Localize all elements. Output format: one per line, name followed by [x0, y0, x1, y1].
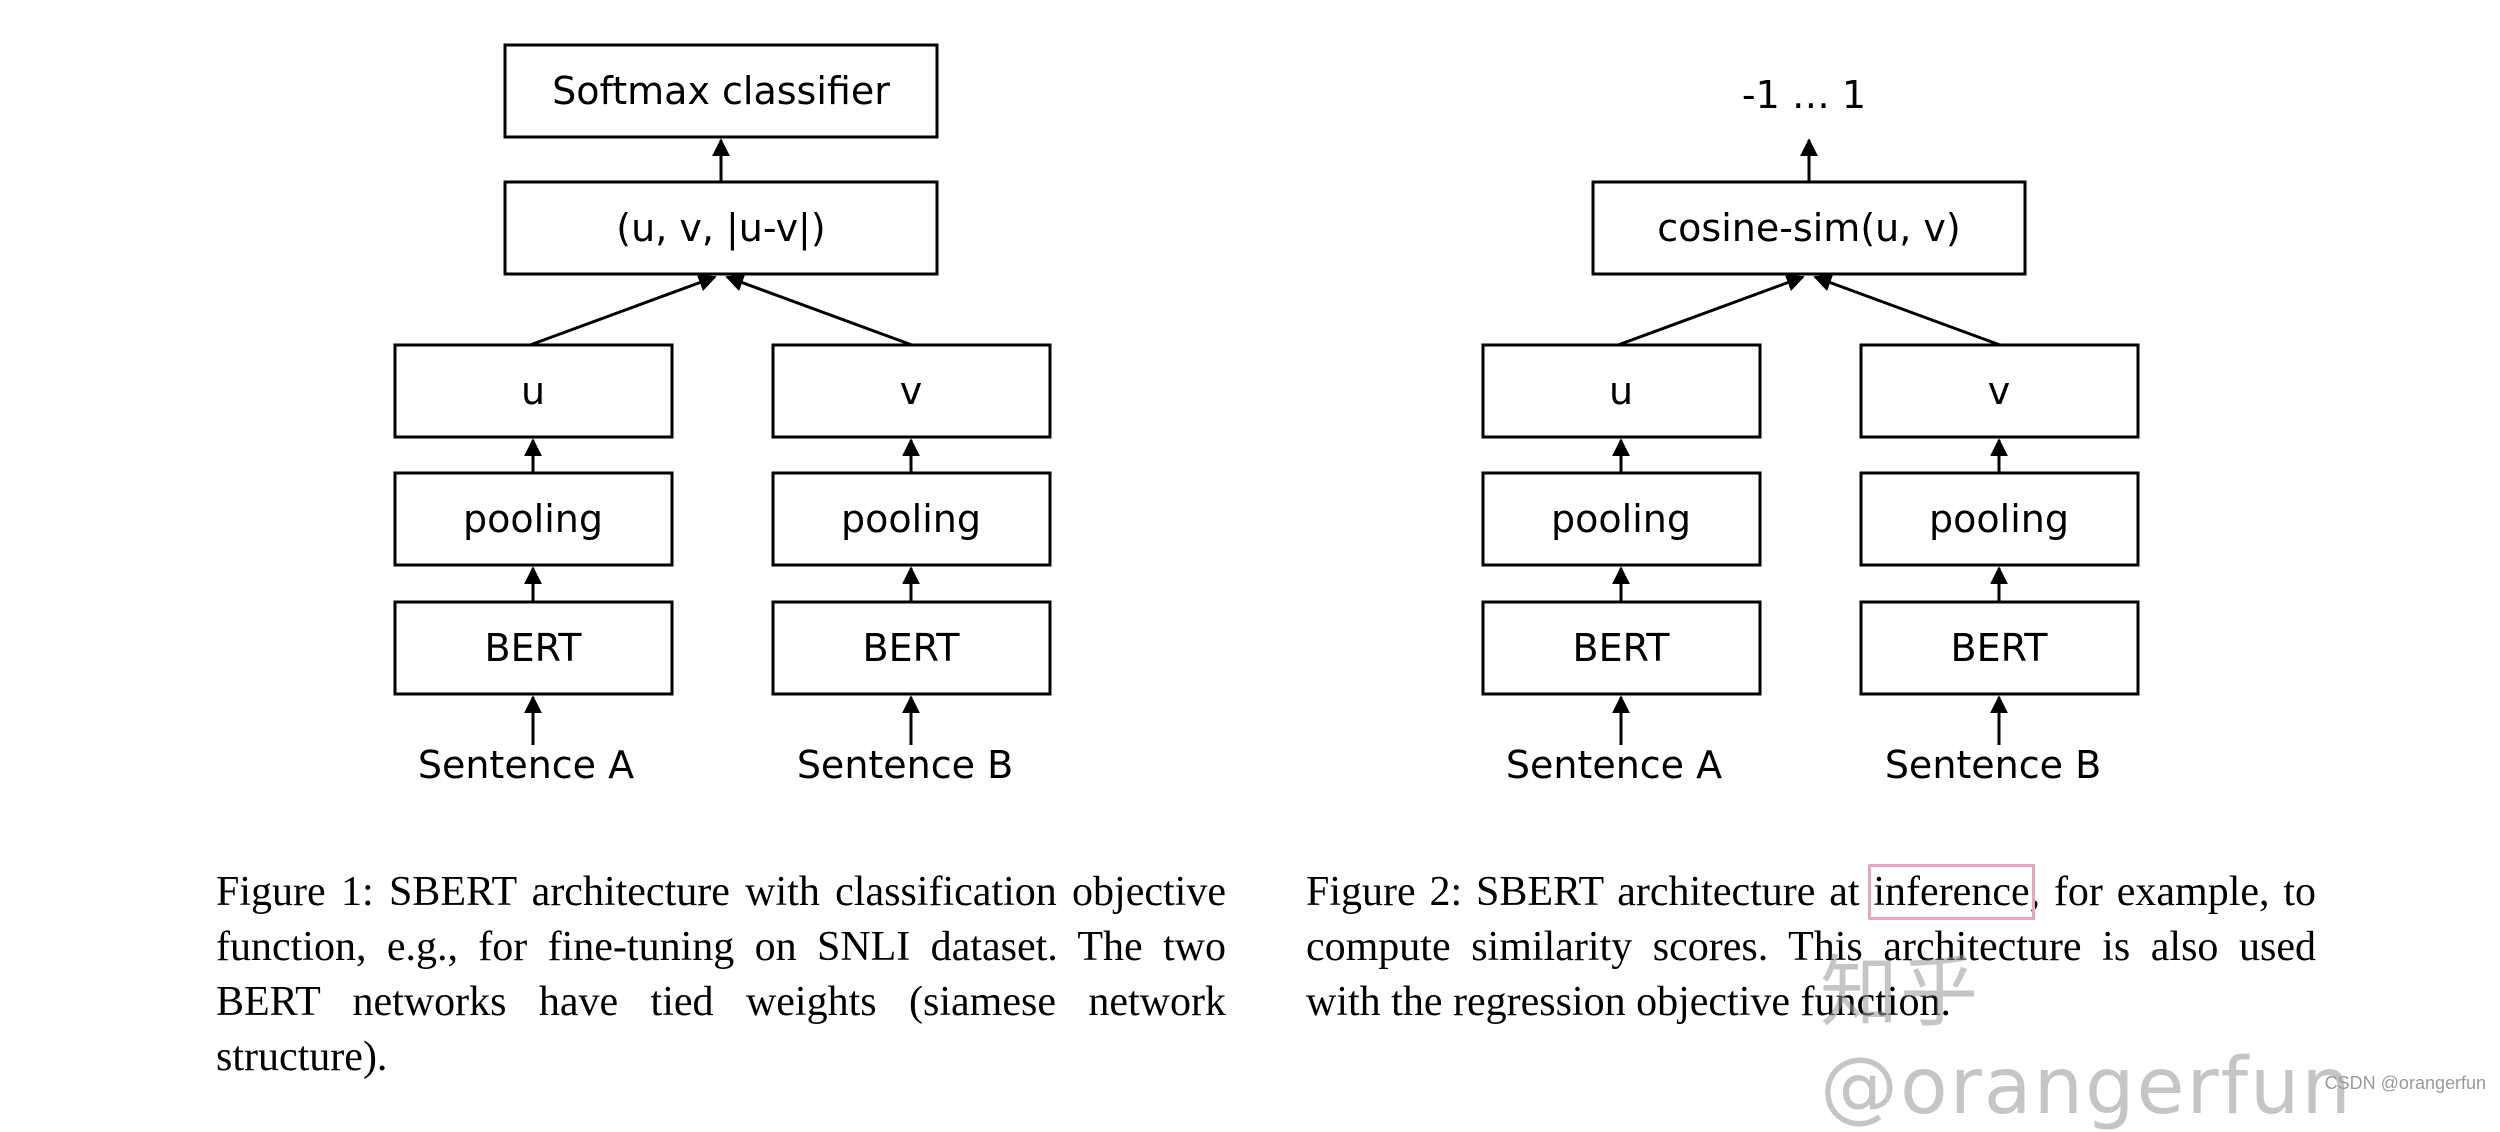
- figure-2-caption-end: , for example, to compute similarity sco…: [1306, 869, 2316, 1025]
- figure-2-caption: Figure 2: SBERT architecture at inferenc…: [1306, 864, 2316, 1030]
- bert-label-left-2: BERT: [1573, 626, 1671, 670]
- arrow-v-to-concat: [725, 274, 913, 347]
- bert-label-right-2: BERT: [1951, 626, 2049, 670]
- u-box-2: [1481, 343, 1762, 439]
- arrow-v-to-cosine: [1813, 274, 2001, 347]
- softmax-classifier-label: Softmax classifier: [552, 69, 890, 113]
- bert-label-left: BERT: [485, 626, 583, 670]
- bert-label-right: BERT: [863, 626, 961, 670]
- v-box: [771, 343, 1052, 439]
- concat-label: (u, v, |u-v|): [616, 206, 825, 251]
- figure-1: [393, 43, 1052, 745]
- u-label-2: u: [1609, 369, 1633, 413]
- concat-box: [503, 180, 939, 276]
- v-label: v: [900, 369, 923, 413]
- u-label: u: [521, 369, 545, 413]
- pooling-label-right-2: pooling: [1929, 497, 2069, 541]
- arrow-u-to-cosine: [1617, 274, 1805, 347]
- bert-box-left: [393, 600, 674, 696]
- sentence-a-label-2: Sentence A: [1506, 743, 1722, 787]
- csdn-credit: CSDN @orangerfun: [2324, 1073, 2486, 1093]
- figure-2: [1481, 138, 2140, 745]
- diagram-canvas: Softmax classifier (u, v, |u-v|) u v poo…: [393, 43, 2140, 787]
- figure-2-labels: -1 … 1 cosine-sim(u, v) u v pooling pool…: [1506, 73, 2101, 787]
- figure-1-labels: Softmax classifier (u, v, |u-v|) u v poo…: [418, 69, 1013, 787]
- cosine-sim-box: [1591, 180, 2027, 276]
- pooling-box-left-2: [1481, 471, 1762, 567]
- figure-2-caption-start: Figure 2: SBERT architecture at: [1306, 869, 1874, 915]
- softmax-classifier-box: [503, 43, 939, 139]
- inference-highlight: inference: [1868, 864, 2035, 920]
- bert-box-left-2: [1481, 600, 1762, 696]
- arrow-u-to-concat: [529, 274, 717, 347]
- sentence-a-label: Sentence A: [418, 743, 634, 787]
- sentence-b-label: Sentence B: [797, 743, 1013, 787]
- pooling-label-left-2: pooling: [1551, 497, 1691, 541]
- v-box-2: [1859, 343, 2140, 439]
- pooling-label-left: pooling: [463, 497, 603, 541]
- pooling-label-right: pooling: [841, 497, 981, 541]
- sentence-b-label-2: Sentence B: [1885, 743, 2101, 787]
- v-label-2: v: [1988, 369, 2011, 413]
- pooling-box-right: [771, 471, 1052, 567]
- bert-box-right: [771, 600, 1052, 696]
- pooling-box-left: [393, 471, 674, 567]
- output-range-label: -1 … 1: [1742, 73, 1866, 117]
- figure-1-caption: Figure 1: SBERT architecture with classi…: [216, 869, 1226, 1080]
- cosine-sim-label: cosine-sim(u, v): [1657, 206, 1960, 250]
